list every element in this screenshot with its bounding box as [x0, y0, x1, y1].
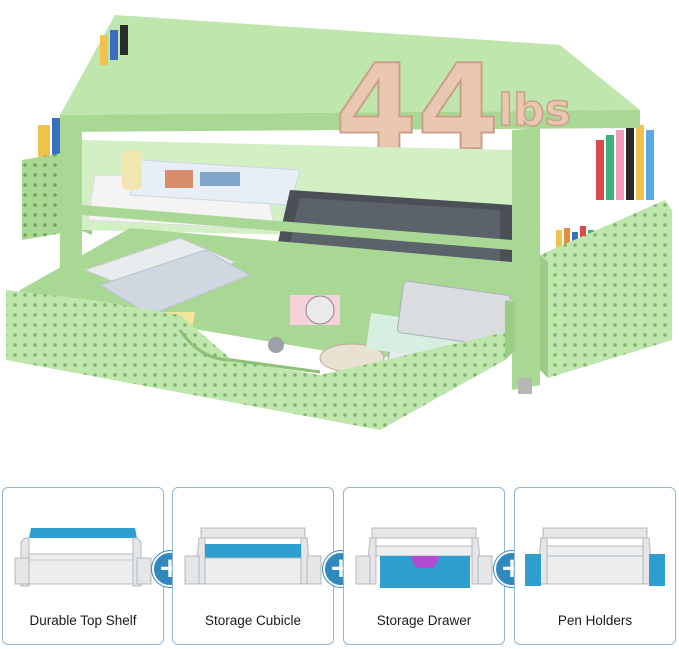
feature-label: Durable Top Shelf: [29, 613, 137, 628]
right-foot: [518, 378, 532, 394]
feature-label: Storage Drawer: [376, 613, 472, 628]
top-shelf: [60, 15, 640, 390]
capacity-unit: lbs: [498, 85, 571, 136]
feature-label: Pen Holders: [557, 613, 633, 628]
feature-card-pen-holders: Pen Holders: [514, 487, 676, 645]
right-pen-holder: [540, 125, 672, 378]
top-shelf-diagram-icon: [14, 528, 152, 587]
feature-card-storage-drawer: Storage Drawer: [343, 487, 505, 645]
feature-card-storage-cubicle: Storage Cubicle: [172, 487, 334, 645]
feature-label: Storage Cubicle: [204, 613, 302, 628]
feature-cards-row: Durable Top Shelf + Storage Cubicle + St…: [0, 487, 679, 647]
storage-cubicle-diagram-icon: [184, 527, 322, 585]
storage-drawer-diagram-icon: [355, 527, 493, 588]
pen-holders-diagram-icon: [525, 527, 665, 586]
feature-card-top-shelf: Durable Top Shelf: [2, 487, 164, 645]
product-hero-image: 44 lbs: [6, 15, 672, 430]
storage-drawer: [6, 228, 515, 430]
drawer-front[interactable]: [6, 290, 515, 430]
monitor-stand-illustration: 44 lbs: [6, 15, 672, 430]
storage-cubicle: [82, 140, 512, 270]
